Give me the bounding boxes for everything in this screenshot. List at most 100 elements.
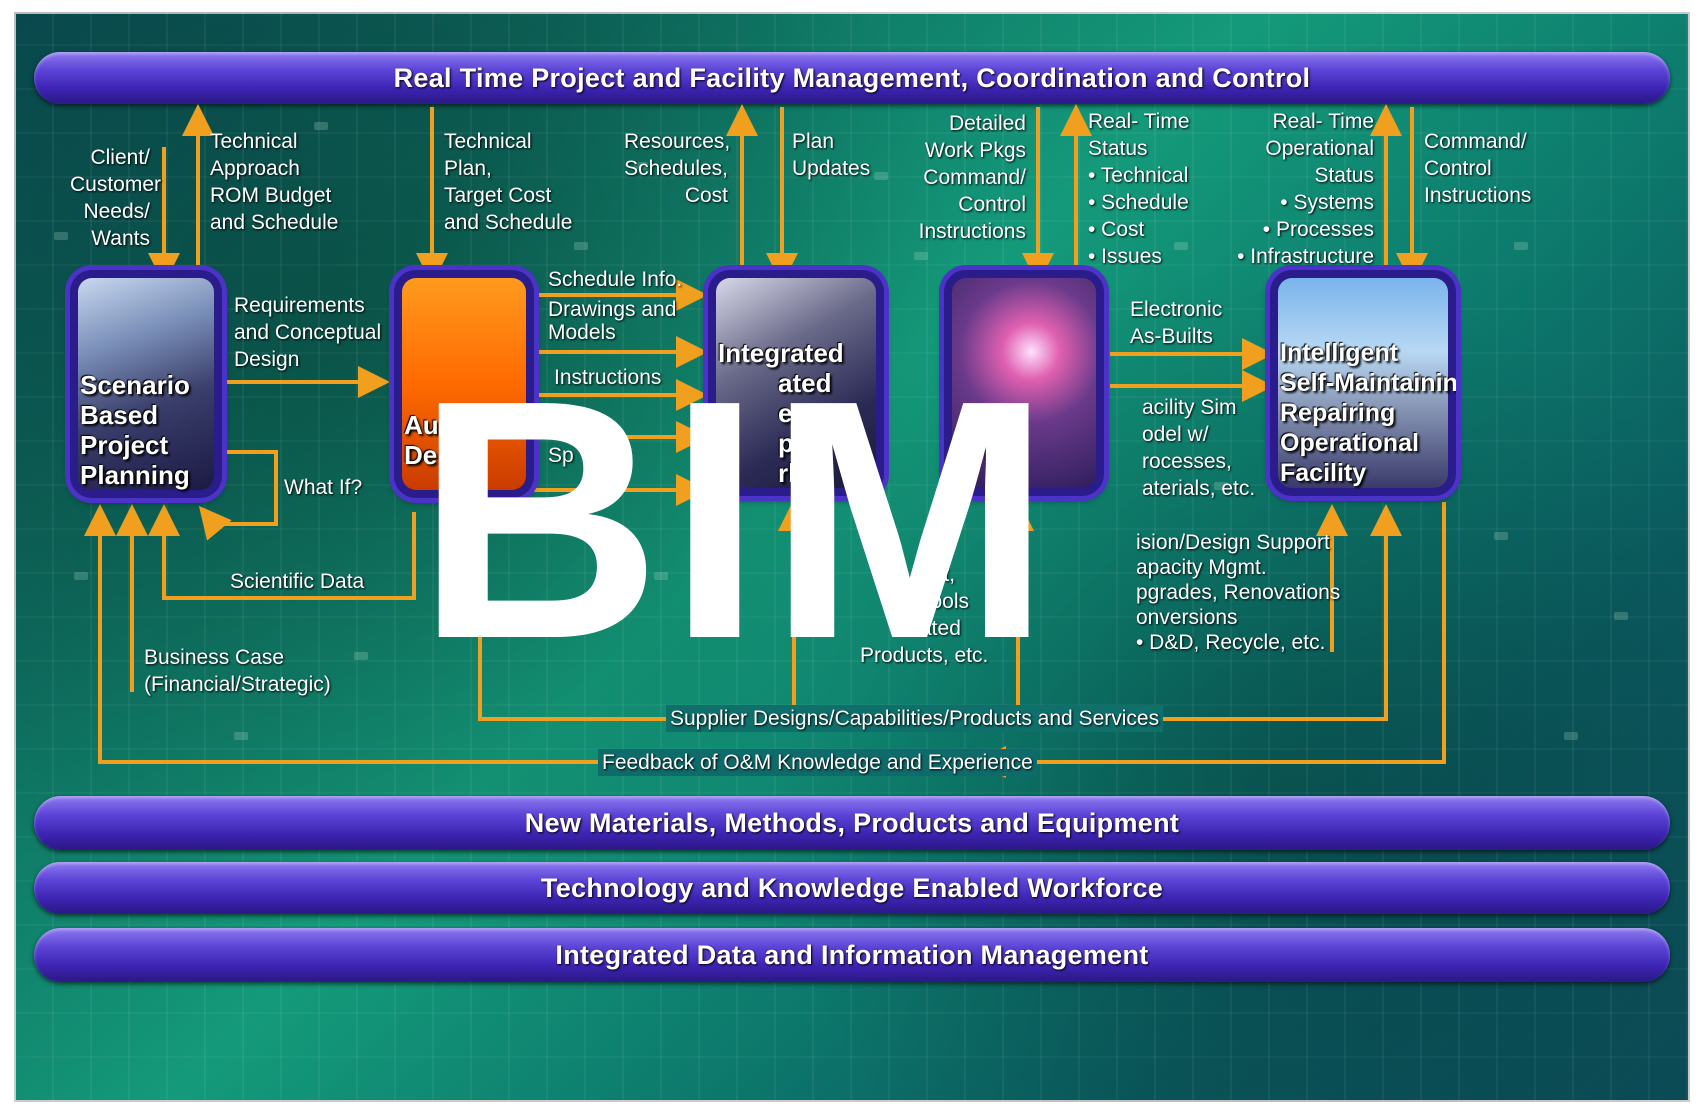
box-facility-title: Intelligent Self-Maintaining Repairing O…: [1280, 338, 1456, 488]
label-line: acility Sim: [1142, 396, 1237, 419]
circuit-pad: [1514, 242, 1528, 250]
label-line: rocesses,: [1142, 450, 1232, 473]
circuit-pad: [1564, 732, 1578, 740]
circuit-pad: [54, 232, 68, 240]
label-line: As-Builts: [1130, 325, 1213, 348]
label-line: Control: [1424, 157, 1492, 180]
label-scientific-data: Scientific Data: [230, 570, 365, 593]
circuit-pad: [74, 572, 88, 580]
label-line: aterials, etc.: [1142, 477, 1256, 500]
diagram-canvas: Real Time Project and Facility Managemen…: [14, 12, 1690, 1102]
design-photo: [402, 278, 526, 490]
circuit-pad: [1494, 532, 1508, 540]
label-line: Instructions: [918, 220, 1026, 243]
label-line: Real- Time: [1272, 110, 1374, 133]
label-line: and Schedule: [210, 211, 339, 234]
box-title-line: b S: [984, 438, 1025, 468]
label-line: Resources,: [624, 130, 731, 153]
circuit-pad: [574, 242, 588, 250]
label-line: Operational: [1265, 137, 1374, 160]
label-line: Detailed: [948, 112, 1026, 135]
label-line: Instructions: [1424, 184, 1532, 207]
label-line: Electronic: [1130, 298, 1223, 321]
circuit-pad: [654, 572, 668, 580]
label-line: Drawings and: [548, 298, 677, 321]
box-intelligent-facility: Intelligent Self-Maintaining Repairing O…: [1270, 270, 1456, 496]
label-line: • Issues: [1088, 245, 1162, 268]
label-instructions-partial: Instructions: [554, 366, 662, 389]
label-line: • Technical: [1088, 164, 1189, 187]
circuit-pad: [1174, 242, 1188, 250]
label-materials-partial: als, ent, Tools ated Products, etc.: [860, 534, 988, 669]
label-drawings-models: Drawings and Models: [548, 298, 676, 344]
label-line: Status: [1088, 137, 1148, 160]
label-line: Schedules,: [624, 157, 728, 180]
label-line: Design: [234, 348, 300, 371]
label-plan-updates: Plan Updates: [792, 128, 870, 182]
circuit-pad: [1614, 612, 1628, 620]
circuit-pad: [874, 172, 888, 180]
label-line: Command/: [1424, 130, 1527, 153]
label-line: • Infrastructure: [1237, 245, 1374, 268]
box-title-line: Operational: [1280, 429, 1419, 457]
label-line: ent,: [920, 563, 956, 586]
label-line: apacity Mgmt.: [1136, 556, 1267, 579]
planning-photo: [78, 278, 214, 490]
box-title-line: emen: [778, 398, 846, 428]
label-line: ated: [920, 617, 961, 640]
box-intelligent-jobsite: atell b S: [944, 270, 1104, 496]
supply-photo: [716, 278, 876, 488]
label-line: onversions: [1136, 606, 1238, 629]
label-line: (Financial/Strategic): [144, 673, 331, 696]
label-supplier: Supplier Designs/Capabilities/Products a…: [666, 705, 1164, 732]
box-title-line: pply: [778, 428, 832, 458]
box-automated-design: Au De: [394, 270, 534, 498]
label-line: Plan: [792, 130, 835, 153]
jobsite-photo: [952, 278, 1096, 488]
box-title-line: Planning: [80, 460, 190, 490]
label-line: Tools: [920, 590, 970, 613]
label-line: pgrades, Renovations: [1136, 581, 1341, 604]
box-title-line: De: [404, 440, 438, 470]
label-line: Needs/: [83, 200, 150, 223]
circuit-pad: [634, 162, 648, 170]
box-supply-title: Integrated ated emen pply rk: [718, 338, 846, 488]
label-decision-support: ision/Design Support apacity Mgmt. pgrad…: [1136, 530, 1340, 655]
box-design-title: Au De: [404, 410, 439, 470]
label-line: • D&D, Recycle, etc.: [1136, 631, 1326, 654]
label-line: Technical: [210, 130, 298, 153]
label-sp-partial: Sp: [548, 444, 574, 467]
label-detailed-work-pkgs: Detailed Work Pkgs Command/ Control Inst…: [894, 110, 1026, 245]
label-resources: Resources, Schedules, Cost: [624, 128, 731, 209]
box-title-line: ated: [778, 368, 832, 398]
circuit-pad: [354, 652, 368, 660]
bar-new-materials: New Materials, Methods, Products and Equ…: [34, 796, 1670, 850]
label-line: Control: [958, 193, 1026, 216]
bar-workforce: Technology and Knowledge Enabled Workfor…: [34, 862, 1670, 914]
label-line: odel w/: [1142, 423, 1209, 446]
box-title-line: Repairing: [1280, 399, 1396, 427]
box-jobsite-title: atell b S: [954, 408, 1024, 468]
box-title-line: Self-Maintaining: [1280, 369, 1456, 397]
label-business-case: Business Case (Financial/Strategic): [144, 644, 331, 698]
box-scenario-planning: Scenario Based Project Planning: [70, 270, 222, 498]
box-title-line: Scenario: [80, 370, 190, 400]
circuit-pad: [234, 732, 248, 740]
label-line: Status: [1314, 164, 1374, 187]
label-line: • Systems: [1280, 191, 1374, 214]
label-line: ROM Budget: [210, 184, 332, 207]
label-line: ision/Design Support: [1136, 531, 1330, 554]
bim-overlay-text: BIM: [416, 330, 1058, 710]
label-schedule-info: Schedule Info.: [548, 268, 683, 291]
label-line: Technical: [444, 130, 532, 153]
circuit-pad: [1214, 482, 1228, 490]
label-line: Wants: [91, 227, 150, 250]
label-realtime-operational: Real- Time Operational Status • Systems …: [1214, 108, 1374, 270]
label-line: Requirements: [234, 294, 365, 317]
label-client-needs: Client/ Customer Needs/ Wants: [70, 144, 161, 252]
label-line: Updates: [792, 157, 871, 180]
arrow-scientific-data: [148, 504, 416, 600]
label-line: and Schedule: [444, 211, 573, 234]
label-facility-sim: acility Sim odel w/ rocesses, aterials, …: [1142, 394, 1255, 502]
